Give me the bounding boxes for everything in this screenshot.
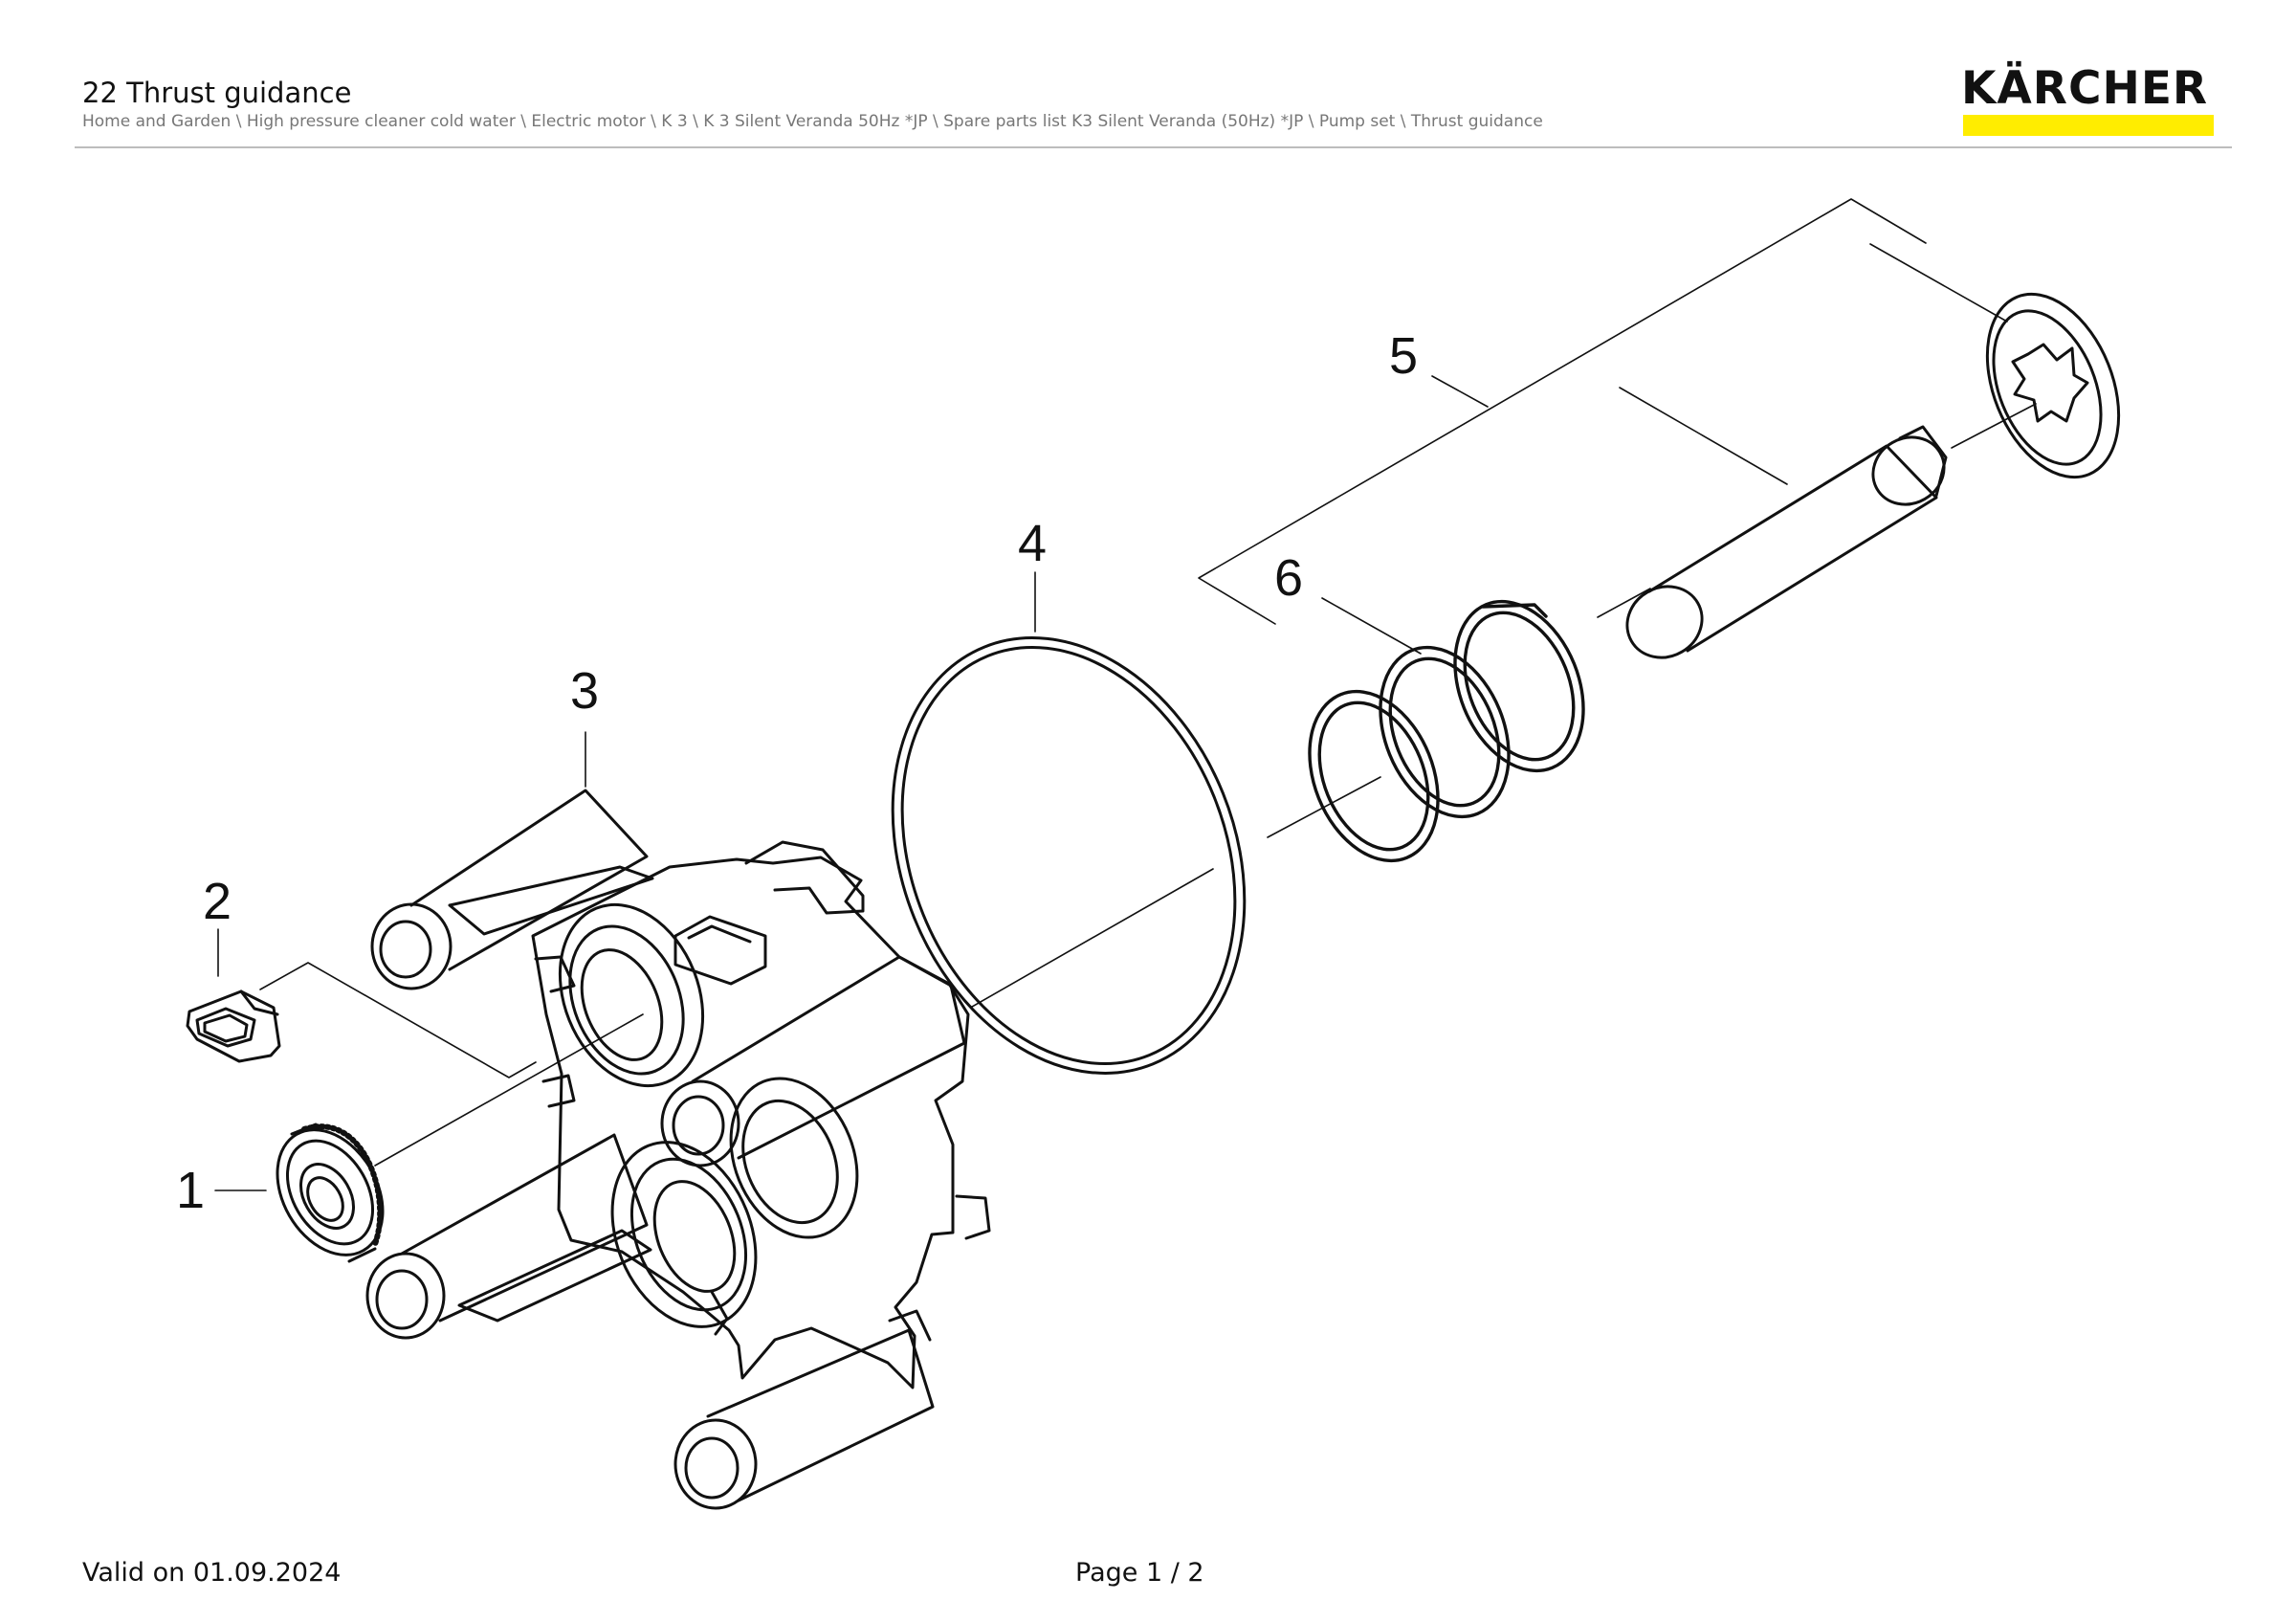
part-5-piston (1625, 425, 1948, 659)
logo-yellow-bar (1963, 115, 2214, 136)
valid-date: Valid on 01.09.2024 (82, 1558, 342, 1588)
logo-text: KÄRCHER (1961, 62, 2209, 115)
karcher-logo: KÄRCHER (1961, 63, 2218, 115)
part-2-block (186, 989, 281, 1063)
callout-3: 3 (570, 662, 599, 720)
leader-lines (214, 198, 2037, 1191)
callout-1: 1 (176, 1162, 205, 1219)
part-3-housing (365, 789, 991, 1510)
part-1-grooved-ring (276, 1123, 385, 1263)
callout-6: 6 (1274, 549, 1303, 607)
header-divider (75, 146, 2232, 148)
breadcrumb[interactable]: Home and Garden \ High pressure cleaner … (82, 112, 1543, 131)
page-number: Page 1 / 2 (1075, 1558, 1204, 1588)
callout-2: 2 (203, 873, 232, 930)
callout-5: 5 (1389, 327, 1418, 385)
part-5-retaining-washer (1985, 292, 2121, 479)
part-6-spring (1308, 599, 1585, 863)
part-4-o-ring (891, 636, 1247, 1075)
page-title: 22 Thrust guidance (82, 77, 352, 109)
callout-4: 4 (1018, 515, 1047, 572)
